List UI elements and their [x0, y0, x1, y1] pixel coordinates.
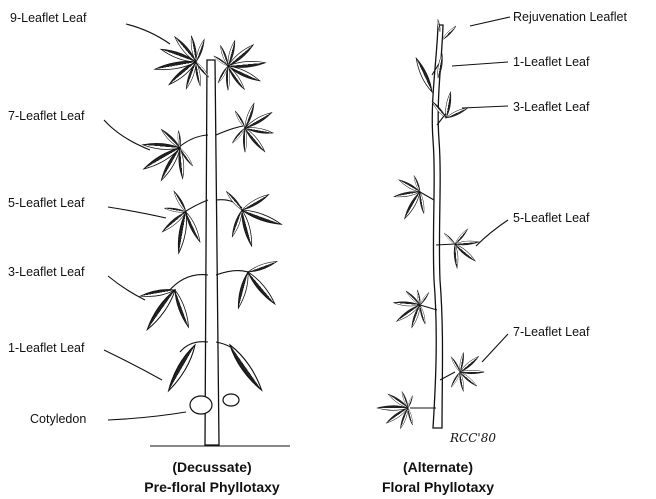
petiole: [183, 200, 208, 213]
caption-line1: (Alternate): [403, 459, 473, 475]
seven-leaflet-leaf: [142, 128, 194, 182]
leader-line: [476, 220, 508, 246]
leader-line: [470, 17, 510, 26]
label-1-leaflet: 1-Leaflet Leaf: [513, 55, 590, 69]
seven-leaflet-leaf: [450, 352, 484, 391]
leader-line: [104, 350, 162, 380]
cotyledon-leaf: [190, 396, 212, 414]
leader-line: [126, 24, 170, 44]
label-5-leaflet: 5-Leaflet Leaf: [8, 196, 85, 210]
leader-line: [104, 120, 150, 150]
label-7-leaflet: 7-Leaflet Leaf: [8, 109, 85, 123]
label-9-leaflet: 9-Leaflet Leaf: [10, 11, 87, 25]
five-leaflet-leaf: [161, 190, 202, 254]
decussate-plant: 9-Leaflet Leaf 7-Leaflet Leaf 5-Leaflet …: [8, 11, 290, 495]
caption-line1: (Decussate): [172, 459, 251, 475]
leader-line: [452, 62, 508, 66]
caption-line2: Pre-floral Phyllotaxy: [144, 479, 280, 495]
main-stem: [432, 25, 443, 428]
five-leaflet-leaf: [443, 228, 479, 268]
label-1-leaflet: 1-Leaflet Leaf: [8, 341, 85, 355]
artist-signature: RCC'80: [449, 431, 496, 445]
cotyledon-leaf: [223, 394, 239, 406]
label-rejuvenation-leaflet: Rejuvenation Leaflet: [513, 10, 627, 24]
caption-line2: Floral Phyllotaxy: [382, 479, 494, 495]
alternate-plant: Rejuvenation Leaflet 1-Leaflet Leaf 3-Le…: [377, 10, 627, 495]
one-leaflet-leaf: [414, 57, 435, 93]
three-leaflet-leaf: [236, 259, 278, 308]
five-leaflet-leaf: [225, 190, 282, 246]
leader-line: [108, 276, 145, 300]
petiole: [216, 271, 248, 275]
petiole: [420, 305, 437, 310]
label-3-leaflet: 3-Leaflet Leaf: [513, 100, 590, 114]
five-leaflet-leaf: [394, 175, 426, 220]
nine-leaflet-leaf: [213, 40, 266, 91]
leader-line: [108, 412, 186, 420]
seven-leaflet-leaf: [377, 391, 414, 429]
petiole: [178, 135, 208, 148]
leader-line: [108, 207, 166, 218]
label-3-leaflet: 3-Leaflet Leaf: [8, 265, 85, 279]
leader-line: [482, 334, 508, 362]
leader-line: [462, 106, 508, 108]
three-leaflet-leaf: [140, 287, 191, 331]
main-stem: [205, 60, 219, 445]
label-cotyledon: Cotyledon: [30, 412, 86, 426]
petiole: [168, 275, 208, 292]
nine-leaflet-leaf: [154, 35, 210, 89]
label-7-leaflet: 7-Leaflet Leaf: [513, 325, 590, 339]
seven-leaflet-leaf: [394, 290, 430, 329]
one-leaflet-leaf: [227, 343, 265, 393]
label-5-leaflet: 5-Leaflet Leaf: [513, 211, 590, 225]
